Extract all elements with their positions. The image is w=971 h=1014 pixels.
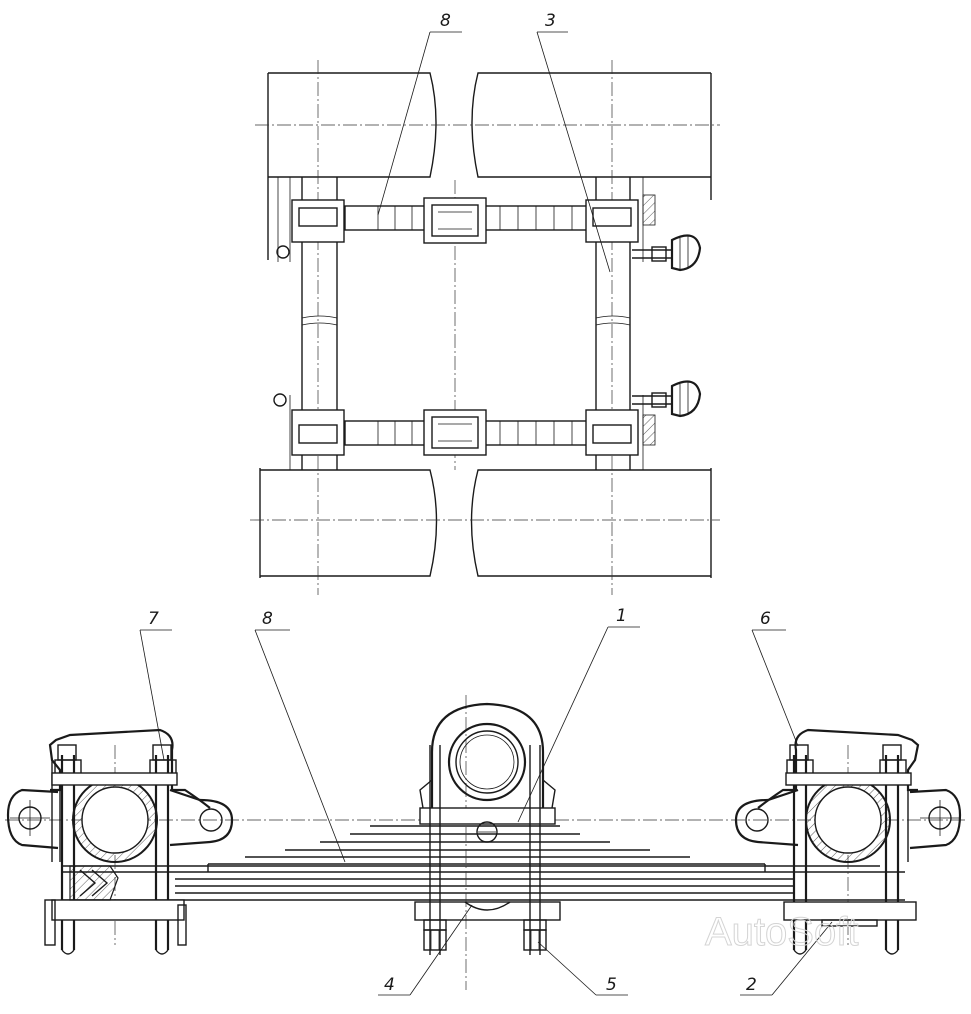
wheel-top-left — [268, 72, 437, 178]
callout-bottom-1: 1 — [616, 606, 627, 626]
bracket-top-left — [291, 199, 345, 243]
callout-bottom-8: 8 — [262, 609, 273, 629]
brake-chamber-upper — [632, 234, 702, 272]
watermark-text: AutoSoft — [705, 910, 858, 954]
callout-top-3: 3 — [545, 11, 556, 31]
wheel-bottom-left — [260, 469, 438, 577]
wheel-top-right — [471, 72, 711, 178]
bracket-bottom-left — [291, 409, 345, 456]
brake-chamber-lower — [632, 380, 702, 418]
leaf-spring — [62, 825, 905, 901]
callout-top-8: 8 — [440, 11, 451, 31]
left-axle-assembly — [6, 728, 234, 955]
side-view: 7 8 1 6 4 5 2 — [5, 606, 965, 996]
callout-bottom-7: 7 — [148, 609, 159, 629]
right-axle-assembly — [734, 728, 962, 955]
callout-bottom-2: 2 — [746, 975, 757, 995]
callout-bottom-5: 5 — [606, 975, 617, 995]
callout-bottom-4: 4 — [384, 975, 395, 995]
upper-cross-tube — [344, 197, 591, 244]
bracket-bottom-right — [585, 409, 639, 456]
bracket-top-right — [585, 199, 639, 243]
wheel-bottom-right — [470, 469, 711, 577]
lower-cross-tube — [344, 409, 591, 456]
callout-bottom-6: 6 — [760, 609, 771, 629]
plan-view: 8 3 — [250, 11, 720, 595]
central-hub-assembly — [414, 702, 561, 955]
